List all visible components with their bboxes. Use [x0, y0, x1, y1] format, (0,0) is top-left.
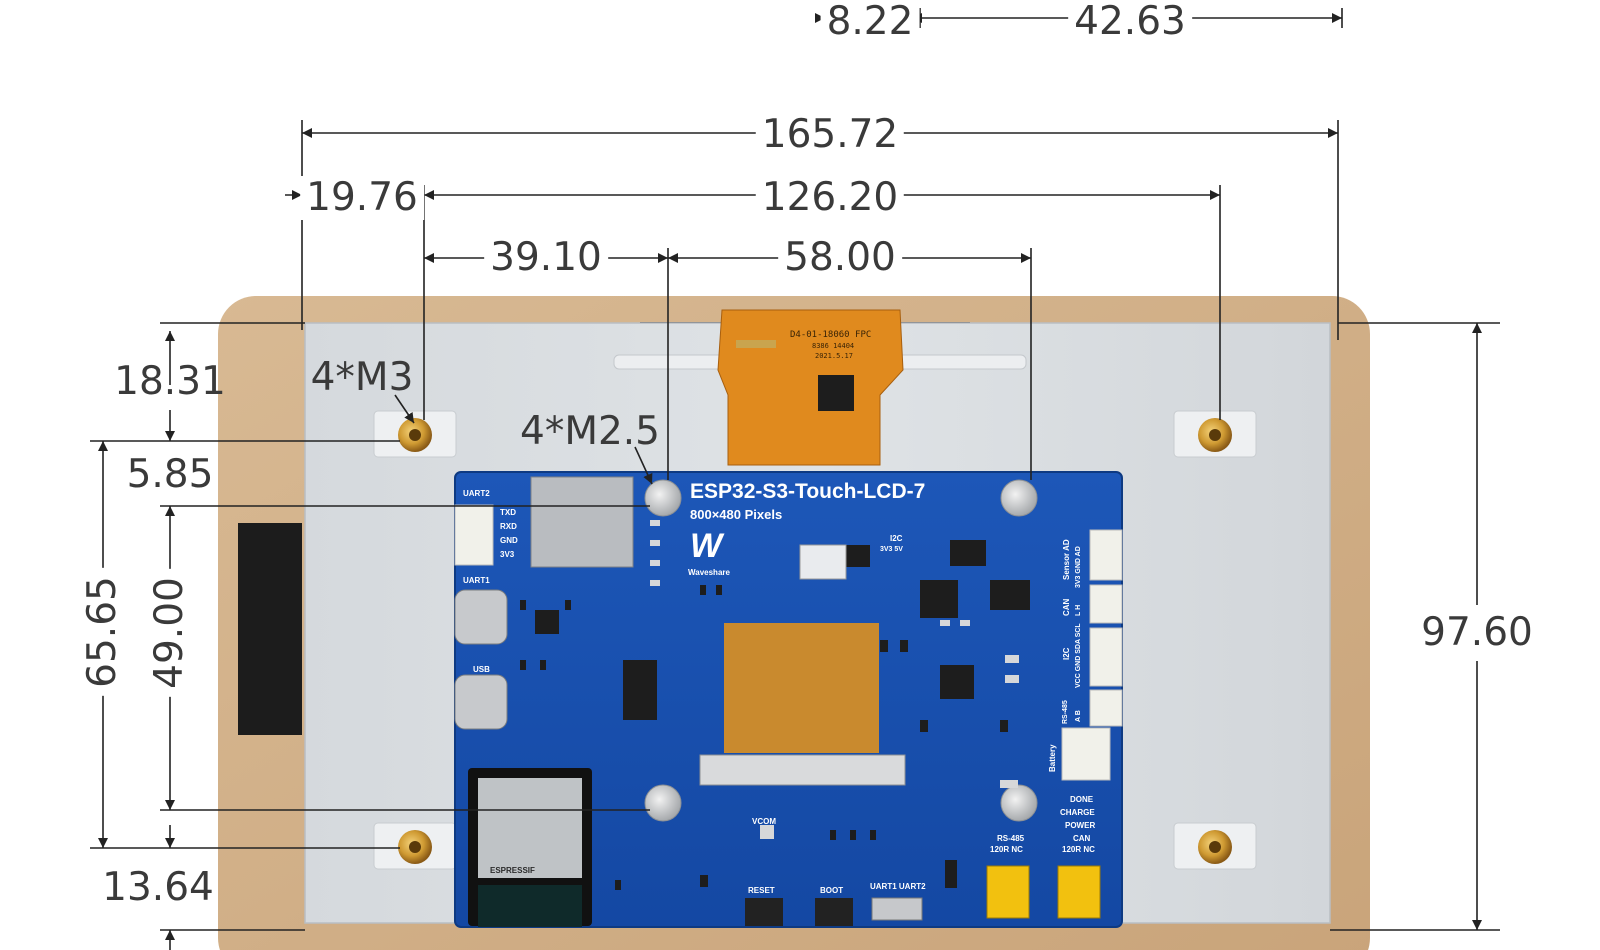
- dim-42-63: 42.63: [1068, 0, 1192, 44]
- m3-callout: 4*M3: [310, 355, 414, 400]
- label-uart1: UART1: [463, 576, 490, 585]
- label-i2c-top: I2C: [890, 534, 903, 543]
- label-boot: BOOT: [820, 886, 844, 895]
- m3-standoffs: [373, 410, 1257, 870]
- label-rs485-pins: A B: [1075, 710, 1082, 722]
- label-sensor-pins: 3V3 GND AD: [1075, 546, 1082, 588]
- label-rs485-term: 120R NC: [990, 845, 1023, 854]
- label-sensor-ad: Sensor AD: [1062, 539, 1071, 580]
- fpc-part-number: D4-01-18060 FPC: [790, 330, 872, 340]
- label-gnd: GND: [500, 536, 518, 545]
- label-i2c-pins: VCC GND SDA SCL: [1075, 623, 1082, 688]
- label-vcom: VCOM: [752, 817, 776, 826]
- waveshare-brand: Waveshare: [688, 568, 730, 577]
- label-rxd: RXD: [500, 522, 517, 531]
- label-i2c-volt: 3V3 5V: [880, 546, 903, 553]
- label-uart2: UART2: [463, 489, 490, 498]
- label-can-side: CAN: [1062, 598, 1071, 616]
- dim-165-72: 165.72: [755, 113, 905, 157]
- dim-13-64: 13.64: [102, 865, 214, 910]
- label-can-term: 120R NC: [1062, 845, 1095, 854]
- fpc-date: 2021.5.17: [815, 352, 853, 360]
- board-resolution: 800×480 Pixels: [690, 507, 783, 522]
- dim-19-76: 19.76: [300, 176, 424, 220]
- label-espressif: ESPRESSIF: [490, 866, 535, 875]
- dim-8-22: 8.22: [820, 0, 920, 44]
- label-power: POWER: [1065, 821, 1096, 830]
- pcb: [454, 471, 1123, 928]
- label-3v3: 3V3: [500, 550, 515, 559]
- label-rs485-side: RS-485: [1062, 700, 1069, 724]
- waveshare-logo: W: [690, 527, 723, 565]
- label-txd: TXD: [500, 508, 516, 517]
- fpc-ribbon: [717, 309, 904, 466]
- dim-49-00: 49.00: [144, 569, 196, 697]
- dim-5-85: 5.85: [126, 452, 214, 497]
- label-battery: Battery: [1048, 744, 1057, 772]
- label-usb: USB: [473, 665, 490, 674]
- dim-39-10: 39.10: [484, 236, 608, 280]
- board-title: ESP32-S3-Touch-LCD-7: [690, 480, 926, 503]
- m25-callout: 4*M2.5: [520, 409, 660, 454]
- label-rs485-bottom: RS-485: [997, 834, 1025, 843]
- fpc-code: 8386 14404: [812, 342, 855, 350]
- label-i2c-side: I2C: [1062, 647, 1071, 660]
- black-tape: [238, 523, 302, 735]
- label-uart-switch: UART1 UART2: [870, 882, 926, 891]
- label-reset: RESET: [748, 886, 775, 895]
- label-can-bottom: CAN: [1073, 834, 1091, 843]
- dim-126-20: 126.20: [755, 176, 905, 220]
- dim-58-00: 58.00: [778, 236, 902, 280]
- label-can-pins: L H: [1075, 604, 1082, 616]
- dim-97-60: 97.60: [1417, 605, 1537, 661]
- dim-18-31: 18.31: [114, 359, 226, 404]
- label-done: DONE: [1070, 795, 1094, 804]
- label-charge: CHARGE: [1060, 808, 1095, 817]
- dim-65-65: 65.65: [77, 568, 129, 696]
